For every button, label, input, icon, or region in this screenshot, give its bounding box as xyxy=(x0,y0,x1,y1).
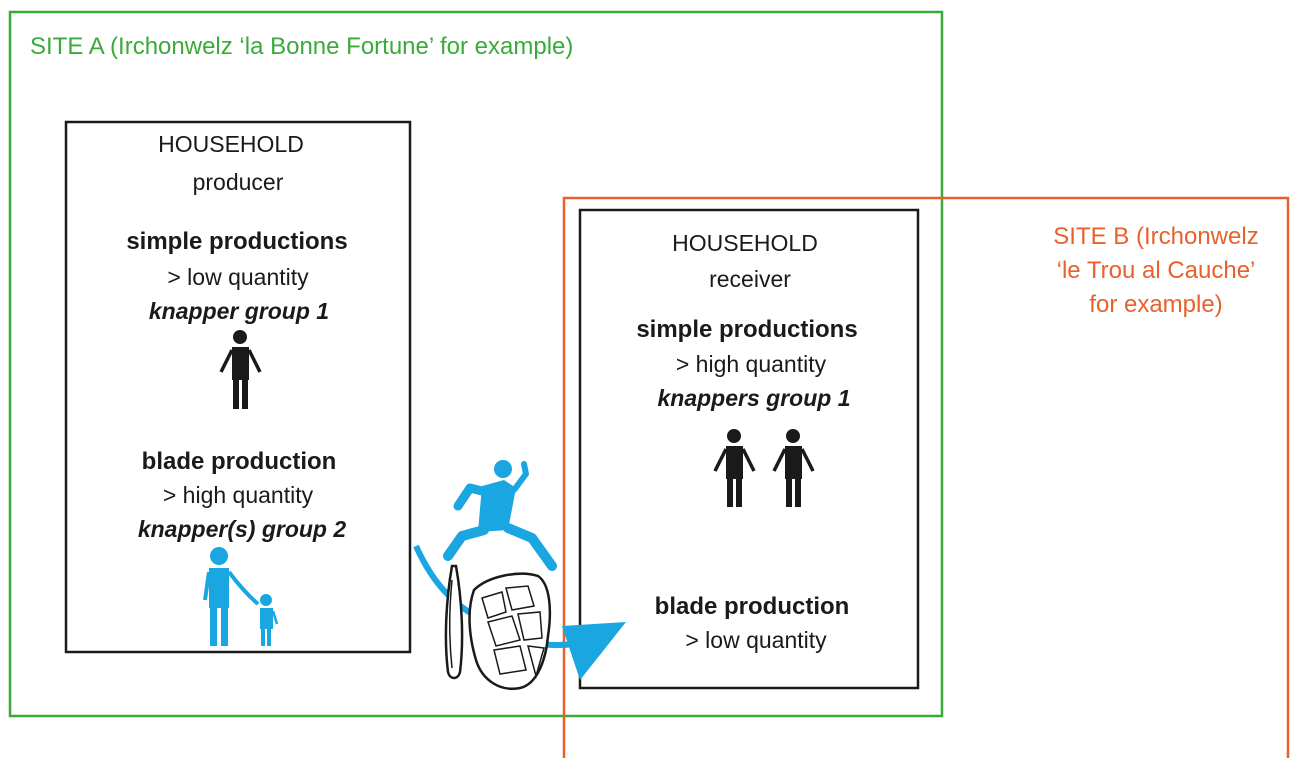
knapper-figure-icon xyxy=(772,429,815,507)
household-receiver-box xyxy=(578,208,920,690)
producer-blade-quantity: > high quantity xyxy=(163,482,314,508)
knapper-figure-icon xyxy=(219,330,262,409)
site-a-label: SITE A (Irchonwelz ‘la Bonne Fortune’ fo… xyxy=(30,33,573,60)
receiver-household-title: HOUSEHOLD xyxy=(672,230,818,256)
receiver-simple-heading: simple productions xyxy=(636,316,857,343)
producer-simple-group: knapper group 1 xyxy=(149,298,329,324)
site-b-label-line1: SITE B (Irchonwelz xyxy=(1053,223,1258,250)
household-producer-box xyxy=(64,120,412,654)
producer-role: producer xyxy=(193,169,284,195)
receiver-blade-quantity: > low quantity xyxy=(685,627,827,653)
blade-flint-icon xyxy=(444,564,464,680)
producer-household-title: HOUSEHOLD xyxy=(158,131,304,157)
receiver-role: receiver xyxy=(709,266,791,292)
site-b-frame xyxy=(562,196,1290,758)
producer-simple-heading: simple productions xyxy=(126,228,347,255)
producer-simple-quantity: > low quantity xyxy=(167,264,309,290)
producer-blade-heading: blade production xyxy=(142,448,337,475)
receiver-simple-group: knappers group 1 xyxy=(658,385,851,411)
site-b-label-line2: ‘le Trou al Cauche’ xyxy=(1057,257,1256,284)
receiver-blade-heading: blade production xyxy=(655,593,850,620)
site-a-frame xyxy=(8,10,944,718)
knapper-figure-icon xyxy=(713,429,756,507)
site-b-label-line3: for example) xyxy=(1089,291,1222,318)
flint-core-icon xyxy=(468,572,552,691)
producer-blade-group: knapper(s) group 2 xyxy=(138,516,347,542)
receiver-simple-quantity: > high quantity xyxy=(676,351,827,377)
adult-child-figure-icon xyxy=(203,547,279,646)
jumping-figure-icon xyxy=(443,460,557,571)
